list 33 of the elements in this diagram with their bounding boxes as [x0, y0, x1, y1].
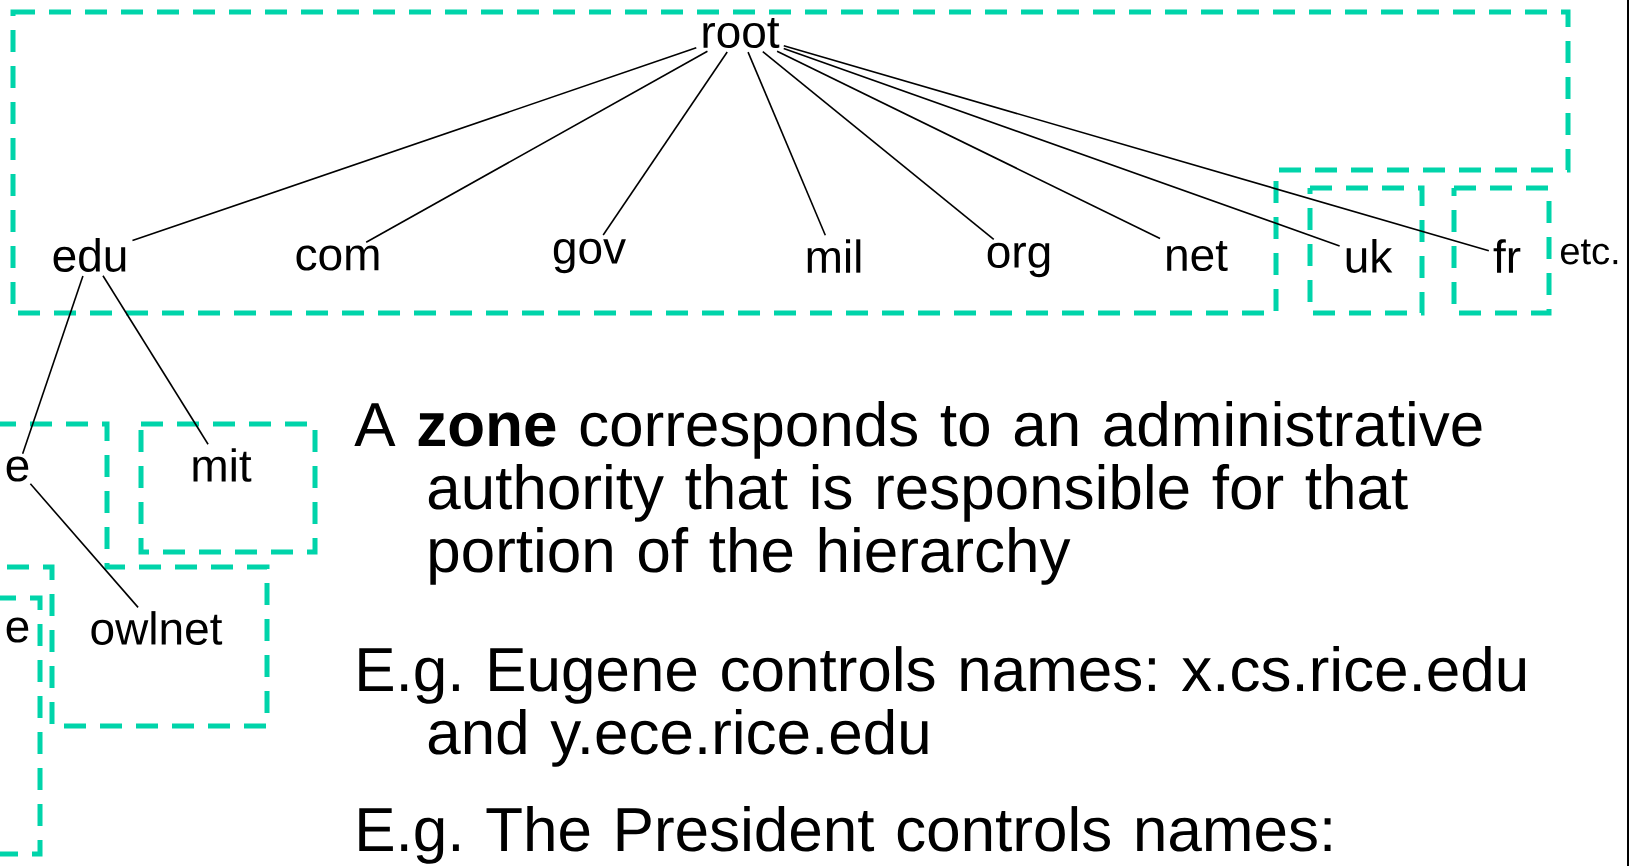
- tree-line: [131, 47, 698, 242]
- domain-label: root: [703, 17, 780, 49]
- domain-label: fr: [1493, 239, 1521, 273]
- domain-label: etc.: [1561, 239, 1618, 265]
- zone-outline: [1307, 185, 1425, 316]
- domain-label: e: [6, 617, 29, 643]
- tree-line: [776, 50, 1161, 240]
- domain-label: com: [296, 245, 379, 271]
- domain-label: owlnet: [91, 611, 223, 645]
- paragraph: E.g. Eugene controls names: x.cs.rice.edu and y.ece.rice.edu: [359, 646, 1526, 767]
- domain-label: gov: [553, 238, 626, 274]
- domain-label: e: [6, 456, 29, 482]
- tree-line: [762, 50, 995, 241]
- domain-label: net: [1167, 240, 1228, 272]
- tree-line: [29, 483, 139, 609]
- zone-outline: [1451, 185, 1552, 316]
- tree-line: [747, 51, 827, 237]
- tree-line: [602, 51, 728, 236]
- tree-line: [782, 47, 1341, 247]
- paragraph: A zone corresponds to an administrative authority that is responsible for that portion of the hierarchy: [354, 401, 1482, 585]
- domain-label: mil: [807, 239, 861, 273]
- domain-label: org: [987, 242, 1050, 278]
- tree-line: [365, 50, 709, 243]
- domain-label: mit: [193, 448, 252, 482]
- tree-line: [782, 44, 1490, 252]
- zone-outline: [0, 421, 270, 729]
- paragraph: E.g. The President controls names:: [359, 806, 1331, 864]
- tree-line: [102, 274, 209, 446]
- tree-line: [21, 275, 84, 455]
- zone-outline: [138, 421, 318, 555]
- zone-outline: [0, 595, 43, 857]
- domain-label: uk: [1346, 239, 1393, 273]
- domain-label: edu: [53, 238, 126, 272]
